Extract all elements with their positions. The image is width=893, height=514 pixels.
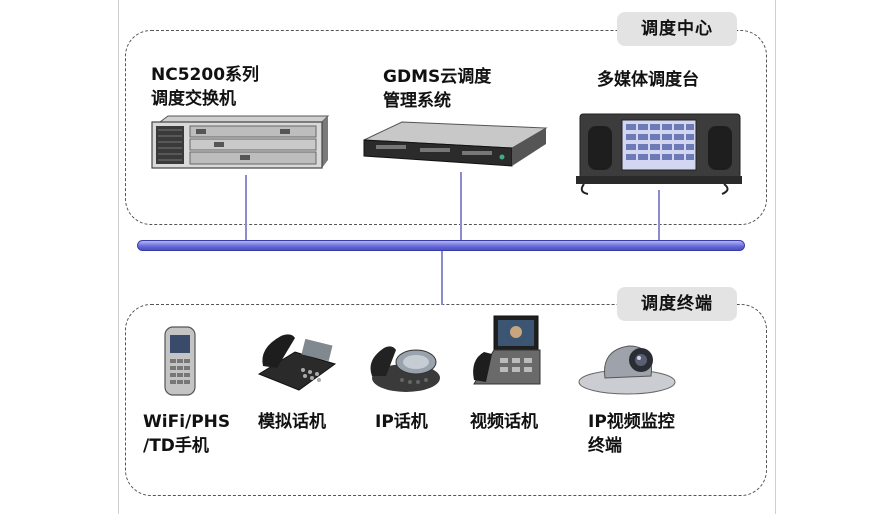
connector-switch (245, 175, 247, 241)
mobile-phone-icon (164, 326, 196, 396)
device-label-gdms: GDMS云调度 管理系统 (383, 65, 491, 113)
video-phone-icon (473, 315, 541, 385)
analog-phone-icon (257, 334, 337, 391)
device-label-line1: 多媒体调度台 (597, 70, 699, 90)
dispatch-center-zone (125, 30, 767, 225)
terminal-label-line1: IP视频监控 (588, 412, 675, 432)
device-label-line1: GDMS云调度 (383, 67, 492, 87)
terminal-label-line2: 终端 (588, 436, 622, 456)
frame-left-edge (118, 0, 119, 514)
server-icon (363, 121, 548, 167)
dispatch-console-icon (576, 113, 742, 195)
terminal-label-ip-camera: IP视频监控 终端 (588, 410, 675, 458)
terminal-label-mobile: WiFi/PHS /TD手机 (143, 410, 230, 458)
connector-console (658, 190, 660, 241)
device-label-line1: NC5200系列 (151, 65, 260, 85)
terminal-label-line2: /TD手机 (143, 436, 209, 456)
device-label-console: 多媒体调度台 (597, 68, 699, 92)
terminal-label-line1: 视频话机 (470, 412, 538, 432)
frame-right-edge (775, 0, 776, 514)
device-label-line2: 调度交换机 (151, 89, 236, 109)
ip-phone-icon (370, 346, 440, 392)
terminal-label-line1: IP话机 (375, 412, 428, 432)
rack-switch-icon (151, 115, 330, 169)
device-label-switch: NC5200系列 调度交换机 (151, 63, 259, 111)
dispatch-center-label: 调度中心 (617, 12, 737, 46)
device-label-line2: 管理系统 (383, 91, 451, 111)
dispatch-terminal-label: 调度终端 (617, 287, 737, 321)
terminal-label-video-phone: 视频话机 (470, 410, 538, 434)
terminal-label-line1: 模拟话机 (258, 412, 326, 432)
connector-server (460, 172, 462, 241)
terminal-label-analog: 模拟话机 (258, 410, 326, 434)
terminal-label-ip-phone: IP话机 (375, 410, 428, 434)
dispatch-terminal-zone (125, 304, 767, 496)
connector-terminals (441, 250, 443, 305)
terminal-label-line1: WiFi/PHS (143, 412, 231, 432)
ptz-camera-icon (578, 345, 676, 395)
network-bus (137, 240, 745, 251)
